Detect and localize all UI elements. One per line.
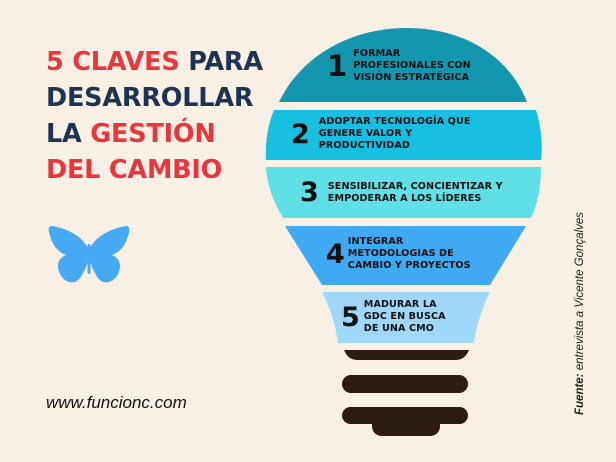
key-5: 5 MADURAR LA GDC EN BUSCA DE UNA CMO [341, 299, 446, 335]
key-number: 4 [326, 238, 345, 270]
headline-line-4: DEL CAMBIO [46, 155, 223, 185]
bulb-segment-1 [279, 28, 527, 102]
headline-line-1: 5 CLAVES PARA [46, 44, 263, 80]
headline-text: PARA [188, 47, 263, 77]
key-4: 4 INTEGRAR METODOLOGIAS DE CAMBIO Y PROY… [326, 236, 471, 272]
website-link[interactable]: www.funcionc.com [46, 393, 187, 412]
key-number: 5 [341, 301, 360, 333]
key-number: 1 [327, 48, 348, 83]
key-text: SENSIBILIZAR, CONCIENTIZAR Y EMPODERAR A… [327, 180, 503, 204]
headline-text: LA [46, 119, 91, 149]
key-2: 2 ADOPTAR TECNOLOGÍA QUE GENERE VALOR Y … [291, 116, 470, 152]
bulb-base-tip [372, 420, 440, 436]
bulb-segment-4 [285, 226, 526, 285]
key-text: MADURAR LA GDC EN BUSCA DE UNA CMO [363, 299, 446, 334]
key-text: INTEGRAR METODOLOGIAS DE CAMBIO Y PROYEC… [347, 236, 471, 271]
bulb-base-ring-2 [342, 375, 468, 393]
headline: 5 CLAVES PARA DESARROLLAR LA GESTIÓN DEL… [46, 44, 263, 188]
key-number: 2 [291, 118, 310, 150]
key-number: 3 [300, 177, 319, 208]
butterfly-icon [48, 226, 130, 283]
key-text: FORMAR PROFESIONALES CON VISIÓN ESTRATÉG… [353, 48, 471, 83]
headline-line-3: LA GESTIÓN [46, 116, 263, 152]
key-text: ADOPTAR TECNOLOGÍA QUE GENERE VALOR Y PR… [318, 116, 471, 151]
bulb-base-ring-3 [342, 407, 468, 424]
headline-highlight: 5 CLAVES [46, 47, 180, 77]
key-1: 1 FORMAR PROFESIONALES CON VISIÓN ESTRAT… [327, 48, 471, 84]
key-3: 3 SENSIBILIZAR, CONCIENTIZAR Y EMPODERAR… [300, 179, 503, 206]
bulb-segment-5 [322, 292, 490, 343]
bulb-segment-3 [266, 167, 541, 218]
source-credit: Fuente: entrevista a Vicente Gonçalves [574, 212, 586, 415]
headline-highlight: GESTIÓN [90, 119, 216, 149]
bulb-segment-2 [265, 110, 542, 160]
source-text: entrevista a Vicente Gonçalves [574, 211, 586, 374]
headline-line-2: DESARROLLAR [46, 83, 254, 113]
bulb-base-ring-1 [344, 350, 469, 360]
source-label: Fuente: [574, 373, 586, 415]
